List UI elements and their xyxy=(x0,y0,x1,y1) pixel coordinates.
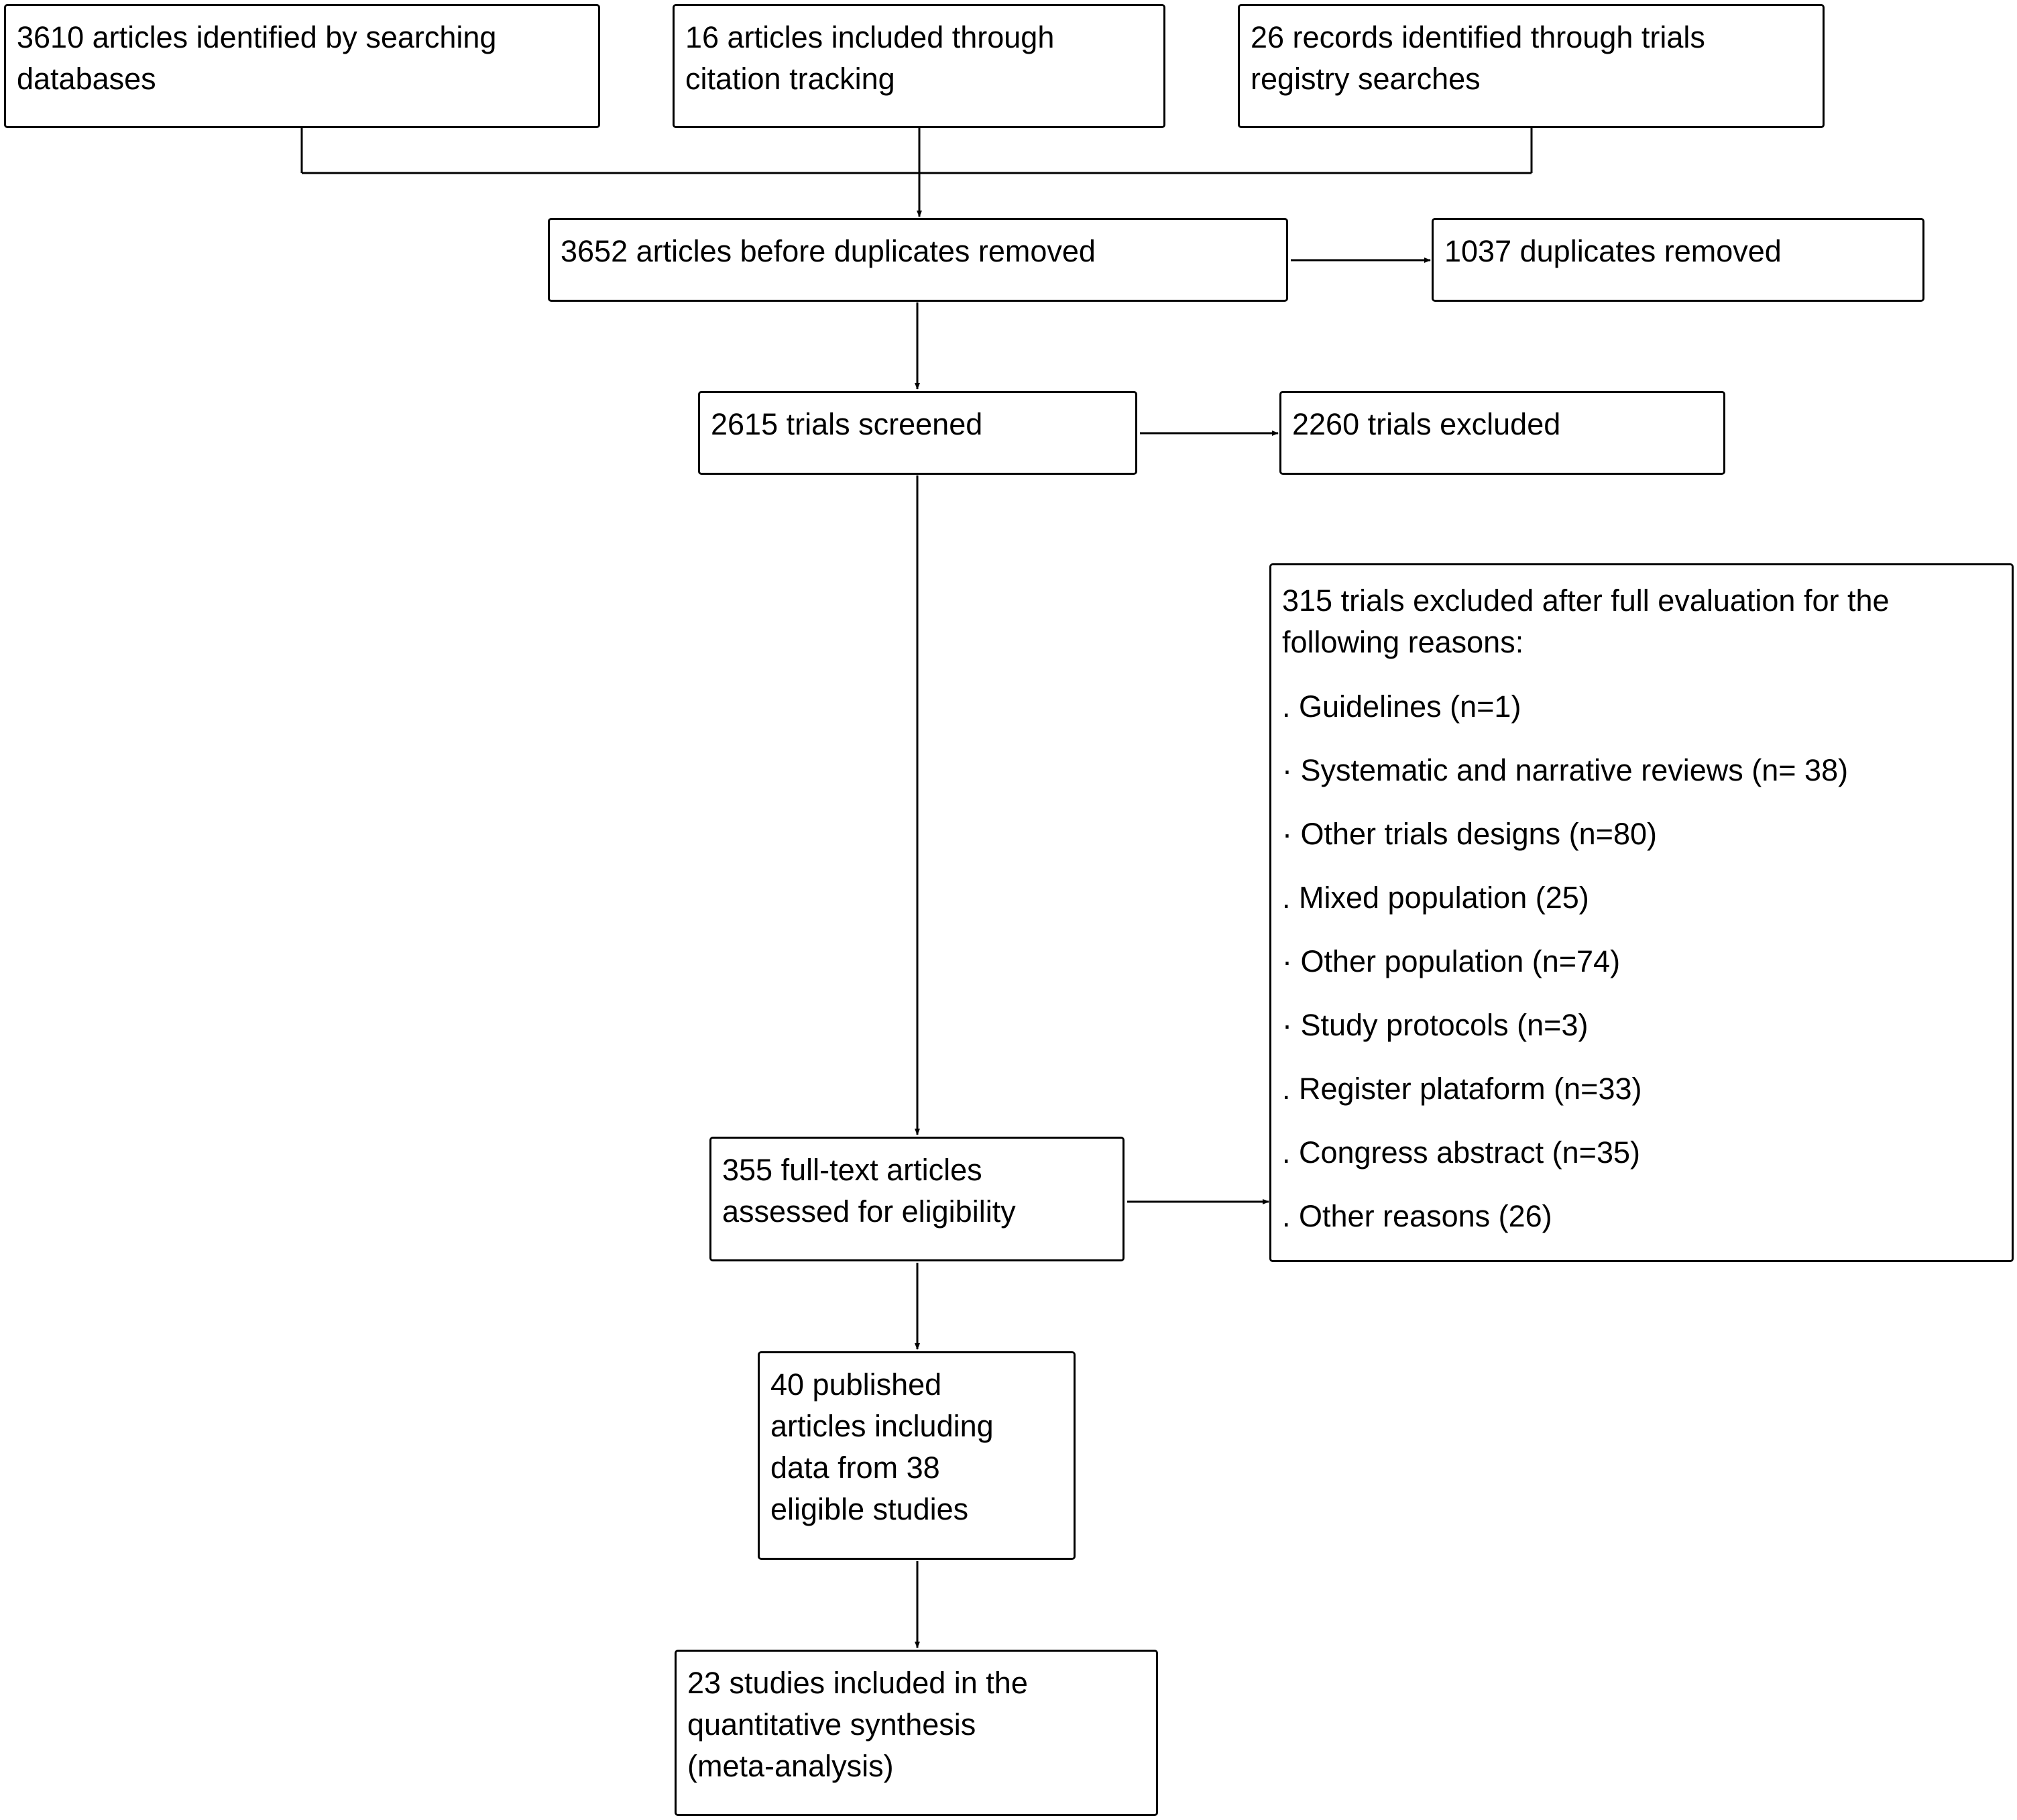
included-line-2: quantitative synthesis xyxy=(687,1707,976,1742)
exclusion-reasons-list: . Guidelines (n=1) · Systematic and narr… xyxy=(1282,686,2001,1237)
published-box: 40 published articles including data fro… xyxy=(758,1351,1076,1560)
included-line-1: 23 studies included in the xyxy=(687,1666,1028,1700)
exclusion-reason: . Mixed population (25) xyxy=(1282,880,1589,915)
duplicates-removed-text: 1037 duplicates removed xyxy=(1444,234,1782,268)
screened-excluded-text: 2260 trials excluded xyxy=(1292,407,1561,441)
published-line-2: articles including xyxy=(770,1409,994,1443)
exclusion-reason: · Study protocols (n=3) xyxy=(1282,1008,1589,1042)
exclusion-reason: · Other trials designs (n=80) xyxy=(1282,817,1657,851)
screened-excluded-box: 2260 trials excluded xyxy=(1279,391,1725,475)
included-line-3: (meta-analysis) xyxy=(687,1749,894,1783)
databases-text-line-2: databases xyxy=(17,62,156,96)
full-text-box: 355 full-text articles assessed for elig… xyxy=(709,1137,1125,1261)
before-duplicates-box: 3652 articles before duplicates removed xyxy=(548,218,1288,302)
registry-text-line-2: registry searches xyxy=(1251,62,1481,96)
full-text-line-2: assessed for eligibility xyxy=(722,1194,1016,1229)
citation-tracking-box: 16 articles included through citation tr… xyxy=(673,4,1165,128)
registry-text-line-1: 26 records identified through trials xyxy=(1251,20,1705,54)
included-box: 23 studies included in the quantitative … xyxy=(675,1650,1158,1816)
registry-box: 26 records identified through trials reg… xyxy=(1238,4,1825,128)
citation-text-line-2: citation tracking xyxy=(685,62,895,96)
heading-gap xyxy=(1282,663,2001,686)
exclusion-reason: · Other population (n=74) xyxy=(1282,944,1621,978)
exclusion-reason: · Systematic and narrative reviews (n= 3… xyxy=(1282,753,1849,787)
duplicates-removed-box: 1037 duplicates removed xyxy=(1432,218,1924,302)
full-text-excluded-heading-line-1: 315 trials excluded after full evaluatio… xyxy=(1282,583,1890,618)
published-line-4: eligible studies xyxy=(770,1492,969,1526)
before-duplicates-text: 3652 articles before duplicates removed xyxy=(561,234,1096,268)
published-line-3: data from 38 xyxy=(770,1451,940,1485)
screened-text: 2615 trials screened xyxy=(711,407,983,441)
full-text-line-1: 355 full-text articles xyxy=(722,1153,982,1187)
full-text-excluded-heading-line-2: following reasons: xyxy=(1282,625,1524,659)
published-line-1: 40 published xyxy=(770,1367,942,1402)
citation-text-line-1: 16 articles included through xyxy=(685,20,1055,54)
exclusion-reason: . Guidelines (n=1) xyxy=(1282,689,1521,724)
full-text-excluded-box: 315 trials excluded after full evaluatio… xyxy=(1269,563,2014,1262)
screened-box: 2615 trials screened xyxy=(698,391,1137,475)
exclusion-reason: . Congress abstract (n=35) xyxy=(1282,1135,1641,1170)
databases-box: 3610 articles identified by searching da… xyxy=(4,4,600,128)
databases-text-line-1: 3610 articles identified by searching xyxy=(17,20,497,54)
exclusion-reason: . Register plataform (n=33) xyxy=(1282,1072,1642,1106)
exclusion-reason: . Other reasons (26) xyxy=(1282,1199,1552,1233)
